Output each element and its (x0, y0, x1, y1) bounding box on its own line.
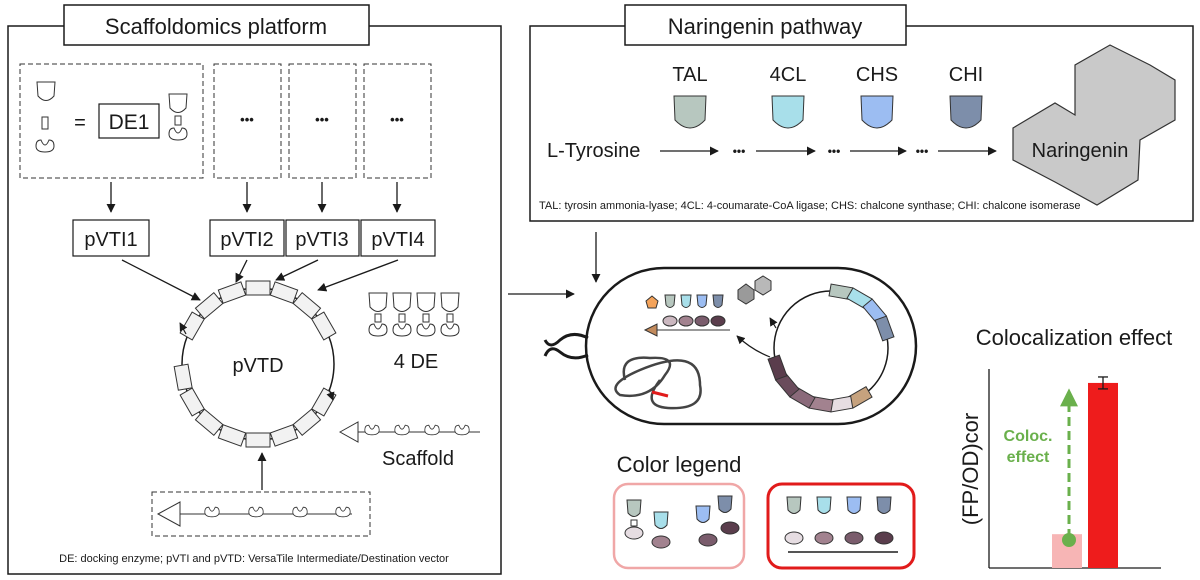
l-tyrosine-label: L-Tyrosine (547, 140, 640, 162)
plasmid-segment (179, 387, 205, 417)
scaffoldomics-panel: Scaffoldomics platform = DE1 ••• ••• (7, 4, 502, 575)
svg-text:pVTI4: pVTI4 (371, 229, 424, 251)
naringenin-title: Naringenin pathway (668, 14, 862, 39)
legend-free-enzymes (612, 482, 746, 570)
chromosome-icon (614, 356, 702, 410)
chart-title: Colocalization effect (976, 325, 1173, 350)
naringenin-molecule: Naringenin (1012, 44, 1176, 206)
pvti4-box: pVTI4 (360, 219, 436, 257)
enzyme-label-1: 4CL (770, 64, 807, 86)
docking-domain-icon (35, 139, 55, 153)
plasmid-segment (245, 280, 271, 296)
enzyme-icon-0 (673, 95, 707, 129)
pvtd-plasmid: pVTD (173, 280, 337, 448)
de1-label: DE1 (109, 111, 150, 134)
linker-icon (41, 116, 49, 130)
enzyme-label-3: CHI (949, 64, 983, 86)
plasmid-segment (245, 432, 271, 448)
color-legend-title: Color legend (617, 452, 742, 477)
scaffold-footnote: DE: docking enzyme; pVTI and pVTD: Versa… (59, 553, 449, 565)
cell-plasmid-segment (874, 315, 895, 342)
plasmid-segment (179, 311, 205, 341)
svg-text:•••: ••• (315, 112, 329, 127)
plasmid-segment (217, 281, 247, 304)
bacterial-cell (543, 266, 918, 426)
plasmid-segment (173, 363, 193, 391)
cell-plasmid-segment (767, 354, 788, 381)
four-de-label: 4 DE (394, 351, 438, 373)
plasmid-segment (194, 408, 224, 436)
svg-text:•••: ••• (916, 144, 929, 158)
plasmid-segment (292, 292, 322, 320)
pvti3-box: pVTI3 (285, 219, 360, 257)
module-box-2: ••• (213, 63, 282, 179)
enzyme-icon (36, 81, 56, 101)
four-de-icons (368, 292, 460, 337)
module-box-4: ••• (363, 63, 432, 179)
flagellum-icon (543, 333, 589, 347)
enzyme-label-2: CHS (856, 64, 898, 86)
coloc-effect-label-2: effect (1007, 449, 1050, 466)
svg-text:pVTI1: pVTI1 (84, 229, 137, 251)
coloc-effect-label-1: Coloc. (1004, 428, 1053, 445)
enzyme-label-0: TAL (672, 64, 707, 86)
module-box-3: ••• (288, 63, 357, 179)
pathway-footnote: TAL: tyrosin ammonia-lyase; 4CL: 4-couma… (539, 200, 1080, 212)
scaffoldomics-title: Scaffoldomics platform (105, 14, 327, 39)
svg-text:•••: ••• (390, 112, 404, 127)
plasmid-segment (217, 424, 247, 447)
enzyme-icon-1 (771, 95, 805, 129)
enzyme-icon-3 (949, 95, 983, 129)
pvti2-box: pVTI2 (209, 219, 285, 257)
scaffold-module-box (151, 491, 371, 537)
svg-text:pVTI3: pVTI3 (295, 229, 348, 251)
svg-text:•••: ••• (828, 144, 841, 158)
cell-plasmid (767, 283, 895, 413)
plasmid-segment (311, 387, 337, 417)
plasmid-segment (269, 424, 299, 447)
scaffold-icon (338, 421, 480, 443)
coloc-effect-annotation: Coloc. effect (1004, 388, 1078, 547)
svg-text:pVTI2: pVTI2 (220, 229, 273, 251)
colocalization-chart: Colocalization effect (FP/OD)cor Coloc. … (958, 325, 1173, 569)
plasmid-segment (292, 408, 322, 436)
chart-ylabel: (FP/OD)cor (958, 413, 983, 525)
pvti1-box: pVTI1 (72, 219, 150, 257)
bar-1 (1088, 382, 1118, 568)
naringenin-label: Naringenin (1032, 140, 1129, 162)
docking-enzyme-icon (168, 93, 188, 141)
plasmid-segment (269, 281, 299, 304)
scaffold-label: Scaffold (382, 448, 454, 470)
plasmid-segment (311, 311, 337, 341)
de-definition-box: = DE1 (19, 63, 204, 179)
svg-text:•••: ••• (240, 112, 254, 127)
enzyme-icon-2 (860, 95, 894, 129)
svg-text:•••: ••• (733, 144, 746, 158)
pvtd-label: pVTD (232, 355, 283, 377)
enzyme-complex-icon (643, 275, 772, 358)
legend-scaffolded-enzymes (766, 482, 916, 570)
naringenin-panel: Naringenin pathway TAL 4CL CHS CHI L-Tyrosi… (529, 4, 1194, 222)
equals-sign: = (74, 112, 86, 134)
plasmid-segment (194, 292, 224, 320)
